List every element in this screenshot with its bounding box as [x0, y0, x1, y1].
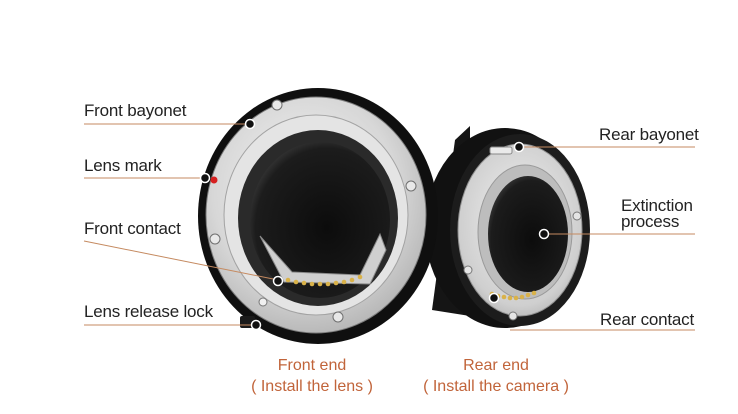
- lens-mark-dot: [199, 172, 211, 184]
- caption-rear-end-sub: ( Install the camera ): [423, 378, 569, 395]
- front-bayonet-dot: [244, 118, 256, 130]
- leader-lines: [83, 123, 695, 331]
- label-rear-contact: Rear contact: [600, 310, 694, 329]
- label-extinction-line1: Extinction: [621, 196, 693, 215]
- label-front-bayonet: Front bayonet: [84, 101, 187, 120]
- label-lens-release-lock: Lens release lock: [84, 302, 213, 321]
- front-contact-pins: [285, 274, 363, 287]
- callout-dots: [199, 118, 550, 331]
- label-lens-mark: Lens mark: [84, 156, 162, 175]
- rear-bayonet-dot: [513, 141, 525, 153]
- label-rear-bayonet: Rear bayonet: [599, 125, 699, 144]
- extinction-process-dot: [538, 228, 550, 240]
- caption-rear-end: Rear end: [463, 357, 529, 374]
- caption-front-end-sub: ( Install the lens ): [251, 378, 373, 395]
- label-front-contact: Front contact: [84, 219, 181, 238]
- lens-release-lock-dot: [250, 319, 262, 331]
- caption-front-end: Front end: [277, 357, 347, 374]
- rear-tube: [425, 126, 590, 328]
- label-extinction-line2: process: [621, 212, 680, 231]
- front-contact-dot: [272, 275, 284, 287]
- rear-contact-dot: [488, 292, 500, 304]
- front-tube: [198, 88, 438, 344]
